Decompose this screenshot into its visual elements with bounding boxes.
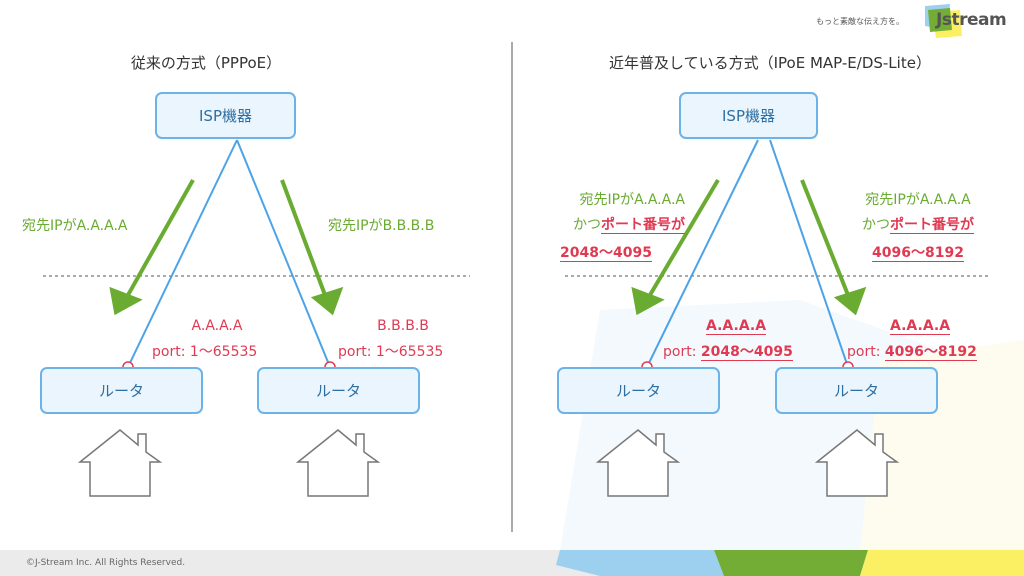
- right-dest2-prefix: かつ: [862, 217, 890, 233]
- right-router1-port-label: port:: [663, 344, 697, 360]
- right-isp-box: ISP機器: [679, 92, 818, 139]
- jstream-logo: [925, 4, 962, 38]
- right-dest1-prefix: かつ: [573, 217, 601, 233]
- right-router-1: ルータ: [557, 367, 720, 414]
- right-arrow-1-head: [631, 286, 665, 316]
- right-dest1-range: 2048〜4095: [560, 245, 652, 262]
- right-dest1-line1: 宛先IPがA.A.A.A: [579, 192, 686, 208]
- left-router2-ip: B.B.B.B: [377, 318, 429, 334]
- right-router1-ip: A.A.A.A: [706, 318, 767, 335]
- right-dest2-range: 4096〜8192: [872, 245, 964, 262]
- right-arrow-2-head: [833, 286, 867, 316]
- tagline: もっと素敵な伝え方を。: [816, 17, 904, 26]
- left-router-1: ルータ: [40, 367, 203, 414]
- house-icon: [595, 429, 681, 497]
- right-router-2: ルータ: [775, 367, 938, 414]
- footer-yellow-shape: [860, 550, 1024, 576]
- left-dest-a: 宛先IPがA.A.A.A: [22, 218, 128, 234]
- left-arrow-1: [126, 179, 195, 296]
- right-router1-range: 2048〜4095: [700, 344, 793, 361]
- right-link-2: [769, 139, 849, 368]
- right-router2-ip: A.A.A.A: [890, 318, 951, 335]
- right-title: 近年普及している方式（IPoE MAP-E/DS-Lite）: [609, 54, 931, 72]
- right-router2-range: 4096〜8192: [884, 344, 977, 361]
- house-icon: [77, 429, 163, 497]
- left-arrow-2: [280, 179, 327, 296]
- left-link-2: [236, 139, 331, 368]
- right-dest1-port-word: ポート番号が: [601, 217, 685, 234]
- left-title: 従来の方式（PPPoE）: [130, 54, 282, 72]
- left-arrow-1-head: [109, 286, 143, 316]
- right-router2-port-label: port:: [847, 344, 881, 360]
- right-dest-2: 宛先IPがA.A.A.A かつポート番号が 4096〜8192: [848, 188, 988, 266]
- left-dest-b: 宛先IPがB.B.B.B: [328, 218, 435, 234]
- left-router-2: ルータ: [257, 367, 420, 414]
- left-link-1: [127, 139, 238, 368]
- footer-blue-shape: [556, 550, 724, 576]
- footer-green-shape: [714, 550, 868, 576]
- right-link-1: [646, 139, 759, 368]
- house-icon: [295, 429, 381, 497]
- right-arrow-2: [800, 179, 850, 296]
- house-icon: [814, 429, 900, 497]
- right-dest2-port-word: ポート番号が: [890, 217, 974, 234]
- left-arrow-2-head: [310, 286, 344, 316]
- right-dest2-line1: 宛先IPがA.A.A.A: [865, 192, 971, 208]
- copyright: ©J-Stream Inc. All Rights Reserved.: [26, 558, 186, 568]
- right-dest-1: 宛先IPがA.A.A.A かつポート番号が 2048〜4095: [545, 188, 685, 266]
- left-router2-port: port: 1〜65535: [338, 344, 444, 360]
- left-router1-ip: A.A.A.A: [191, 318, 243, 334]
- left-router1-port: port: 1〜65535: [152, 344, 258, 360]
- left-isp-box: ISP機器: [155, 92, 296, 139]
- right-arrow-1: [648, 178, 720, 297]
- logo-text: Jstream: [936, 10, 1007, 30]
